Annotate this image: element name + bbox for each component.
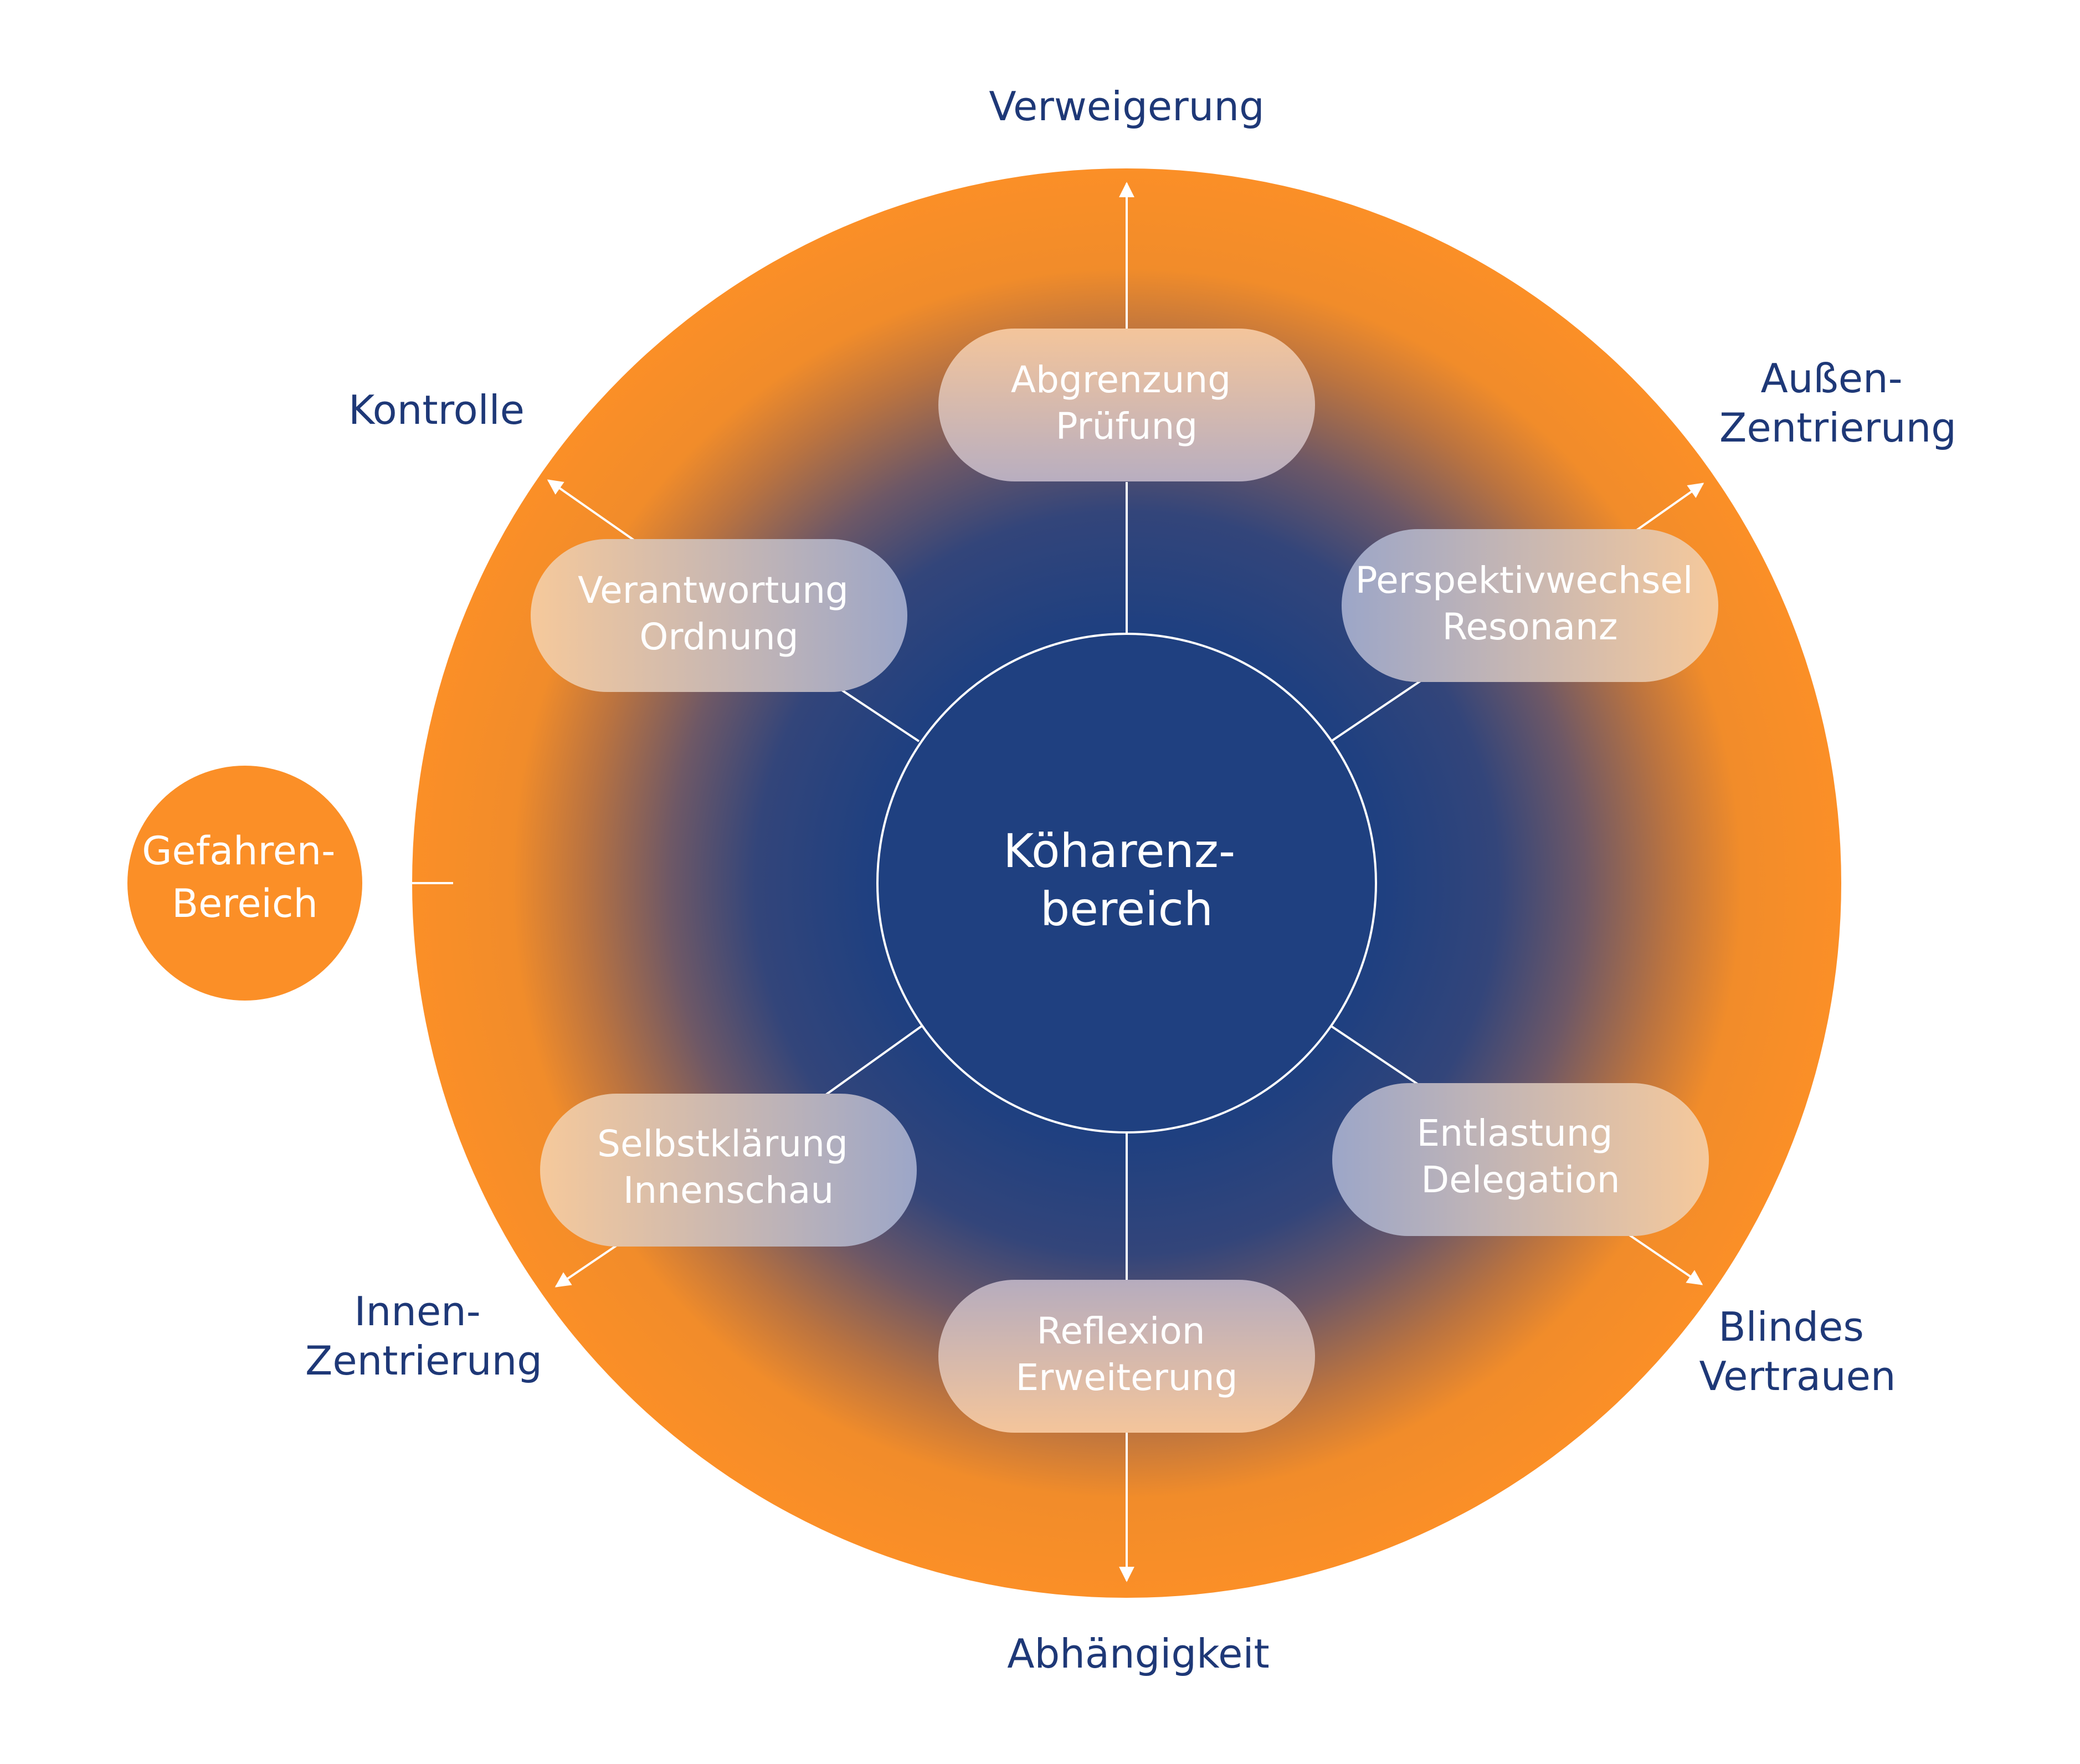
svg-text:Reflexion Erweiterung: Reflexion Erweiterung [1016,1310,1238,1399]
coherence-label: Köharenz- bereich [1003,824,1250,936]
spoke-bottom-right [1330,1025,1426,1090]
pill-bottom-left: Selbstklärung Innenschau [540,1094,917,1247]
label-top: Verweigerung [989,83,1264,130]
arrow-top-right [1631,483,1704,535]
svg-text:Perspektivwechsel Resona: Perspektivwechsel Resonanz [1355,559,1705,648]
arrow-bottom-left [554,1239,626,1288]
label-top-left: Kontrolle [348,387,525,433]
pill-bottom-right: Entlastung Delegation [1332,1083,1709,1236]
svg-text:Verantwortung Ordnung: Verantwortung Ordnung [578,569,860,658]
pill-bottom: Reflexion Erweiterung [938,1280,1315,1433]
spoke-bottom-left [823,1025,923,1097]
label-bottom-right: Blindes Vertrauen [1699,1304,1896,1399]
pill-top-left: Verantwortung Ordnung [531,539,907,692]
pill-top-right: Perspektivwechsel Resonanz [1342,529,1718,682]
spoke-top-left [833,684,920,742]
danger-zone-circle [127,766,362,1001]
svg-text:Selbstklärung Innenschau: Selbstklärung Innenschau [597,1122,860,1212]
arrow-bottom-right [1619,1228,1703,1285]
label-top-right: Außen- Zentrierung [1719,355,1956,451]
arrow-top-left [547,479,636,542]
coherence-circle [876,633,1377,1134]
pill-top: Abgrenzung Prüfung [938,329,1315,481]
label-bottom: Abhängigkeit [1007,1630,1269,1677]
danger-zone-label: Gefahren- Bereich [142,828,347,926]
svg-text:Abgrenzung Prüfung: Abgrenzung Prüfung [1011,358,1242,448]
label-bottom-left: Innen- Zentrierung [305,1288,542,1384]
spoke-top-right [1330,676,1427,742]
svg-text:Entlastung Delegation: Entlastung Delegation [1417,1112,1625,1201]
